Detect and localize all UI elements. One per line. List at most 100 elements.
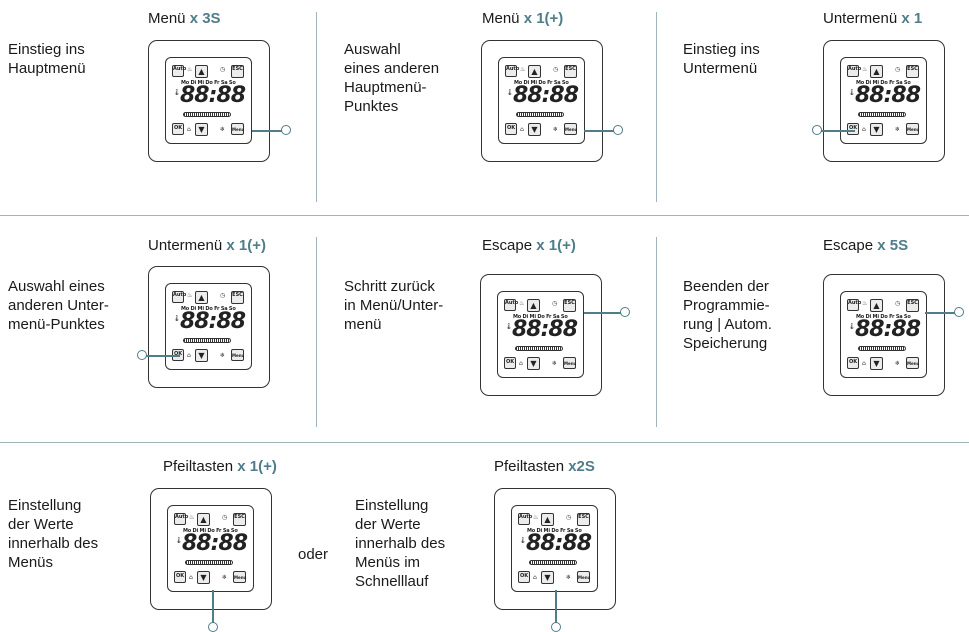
thermostat-frame: Auto ♨ ▲ ◷ ESC Mo Di Mi Do Fr Sa So 88:8…: [165, 57, 252, 144]
lcd-display: Auto ♨ ▲ ◷ ESC Mo Di Mi Do Fr Sa So 88:8…: [505, 65, 579, 136]
flame-icon: ♨: [862, 66, 868, 73]
auto-key[interactable]: Auto: [847, 299, 861, 311]
thermometer-icon: 🌡︎: [173, 315, 181, 322]
house-icon: ⌂: [862, 360, 866, 367]
up-arrow-key[interactable]: ▲: [528, 65, 541, 78]
auto-key[interactable]: Auto: [172, 65, 186, 77]
house-icon: ⌂: [533, 574, 537, 581]
thermostat-device: Auto ♨ ▲ ◷ ESC Mo Di Mi Do Fr Sa So 88:8…: [480, 274, 602, 396]
ok-key[interactable]: OK: [174, 571, 186, 583]
up-arrow-key[interactable]: ▲: [541, 513, 554, 526]
esc-key[interactable]: ESC: [564, 65, 577, 78]
ok-key[interactable]: OK: [172, 123, 184, 135]
ok-key[interactable]: OK: [505, 123, 517, 135]
pointer-circle: [208, 622, 218, 632]
thermometer-icon: 🌡︎: [848, 89, 856, 96]
down-arrow-key[interactable]: ▼: [528, 123, 541, 136]
auto-key[interactable]: Auto: [505, 65, 519, 77]
down-arrow-key[interactable]: ▼: [870, 357, 883, 370]
level-bar: [858, 346, 906, 351]
esc-key[interactable]: ESC: [231, 65, 244, 78]
thermostat-device: Auto ♨ ▲ ◷ ESC Mo Di Mi Do Fr Sa So 88:8…: [148, 40, 270, 162]
up-arrow-key[interactable]: ▲: [527, 299, 540, 312]
level-bar: [858, 112, 906, 117]
ok-key[interactable]: OK: [847, 123, 859, 135]
auto-key[interactable]: Auto: [172, 291, 186, 303]
thermostat-device: Auto ♨ ▲ ◷ ESC Mo Di Mi Do Fr Sa So 88:8…: [823, 40, 945, 162]
lcd-display: Auto ♨ ▲ ◷ ESC Mo Di Mi Do Fr Sa So 88:8…: [504, 299, 578, 370]
menu-key[interactable]: Menu: [906, 123, 919, 135]
cell-title: Menü x 3S: [148, 10, 221, 27]
thermostat-frame: Auto ♨ ▲ ◷ ESC Mo Di Mi Do Fr Sa So 88:8…: [498, 57, 585, 144]
cell-title: Untermenü x 1: [823, 10, 923, 27]
pointer-line: [925, 312, 957, 314]
pointer-line: [252, 130, 282, 132]
thermostat-frame: Auto ♨ ▲ ◷ ESC Mo Di Mi Do Fr Sa So 88:8…: [165, 283, 252, 370]
level-bar: [183, 338, 231, 343]
level-bar: [515, 346, 563, 351]
menu-key[interactable]: Menu: [906, 357, 919, 369]
ok-key[interactable]: OK: [504, 357, 516, 369]
up-arrow-key[interactable]: ▲: [197, 513, 210, 526]
down-arrow-key[interactable]: ▼: [195, 349, 208, 362]
thermostat-device: Auto ♨ ▲ ◷ ESC Mo Di Mi Do Fr Sa So 88:8…: [494, 488, 616, 610]
menu-key[interactable]: Menu: [577, 571, 590, 583]
down-arrow-key[interactable]: ▼: [541, 571, 554, 584]
flame-icon: ♨: [187, 292, 193, 299]
time-digits: 88:88: [855, 83, 921, 108]
pointer-line: [584, 312, 622, 314]
auto-key[interactable]: Auto: [504, 299, 518, 311]
pointer-circle: [281, 125, 291, 135]
down-arrow-key[interactable]: ▼: [197, 571, 210, 584]
flame-icon: ♨: [533, 514, 539, 521]
menu-key[interactable]: Menu: [233, 571, 246, 583]
clock-icon: ◷: [220, 292, 226, 299]
snowflake-icon: ❄: [552, 360, 558, 367]
cell-title: Untermenü x 1(+): [148, 237, 266, 254]
ok-key[interactable]: OK: [518, 571, 530, 583]
menu-key[interactable]: Menu: [231, 123, 244, 135]
row-divider-2: [0, 442, 969, 443]
clock-icon: ◷: [220, 66, 226, 73]
ok-key[interactable]: OK: [847, 357, 859, 369]
house-icon: ⌂: [187, 352, 191, 359]
auto-key[interactable]: Auto: [174, 513, 188, 525]
auto-key[interactable]: Auto: [847, 65, 861, 77]
weekday-row: Mo Di Mi Do Fr Sa So: [181, 80, 236, 86]
thermostat-frame: Auto ♨ ▲ ◷ ESC Mo Di Mi Do Fr Sa So 88:8…: [497, 291, 584, 378]
thermostat-device: Auto ♨ ▲ ◷ ESC Mo Di Mi Do Fr Sa So 88:8…: [150, 488, 272, 610]
pointer-line: [821, 130, 855, 132]
menu-key[interactable]: Menu: [563, 357, 576, 369]
auto-key[interactable]: Auto: [518, 513, 532, 525]
down-arrow-key[interactable]: ▼: [870, 123, 883, 136]
down-arrow-key[interactable]: ▼: [527, 357, 540, 370]
up-arrow-key[interactable]: ▲: [870, 299, 883, 312]
esc-key[interactable]: ESC: [906, 299, 919, 312]
snowflake-icon: ❄: [220, 126, 226, 133]
weekday-row: Mo Di Mi Do Fr Sa So: [856, 314, 911, 320]
time-digits: 88:88: [512, 317, 578, 342]
snowflake-icon: ❄: [222, 574, 228, 581]
up-arrow-key[interactable]: ▲: [195, 65, 208, 78]
up-arrow-key[interactable]: ▲: [195, 291, 208, 304]
thermostat-frame: Auto ♨ ▲ ◷ ESC Mo Di Mi Do Fr Sa So 88:8…: [167, 505, 254, 592]
up-arrow-key[interactable]: ▲: [870, 65, 883, 78]
down-arrow-key[interactable]: ▼: [195, 123, 208, 136]
lcd-display: Auto ♨ ▲ ◷ ESC Mo Di Mi Do Fr Sa So 88:8…: [174, 513, 248, 584]
esc-key[interactable]: ESC: [233, 513, 246, 526]
esc-key[interactable]: ESC: [577, 513, 590, 526]
menu-key[interactable]: Menu: [231, 349, 244, 361]
menu-key[interactable]: Menu: [564, 123, 577, 135]
esc-key[interactable]: ESC: [231, 291, 244, 304]
pointer-circle: [551, 622, 561, 632]
level-bar: [185, 560, 233, 565]
weekday-row: Mo Di Mi Do Fr Sa So: [514, 80, 569, 86]
clock-icon: ◷: [895, 66, 901, 73]
esc-key[interactable]: ESC: [906, 65, 919, 78]
house-icon: ⌂: [519, 360, 523, 367]
esc-key[interactable]: ESC: [563, 299, 576, 312]
thermometer-icon: 🌡︎: [506, 89, 514, 96]
